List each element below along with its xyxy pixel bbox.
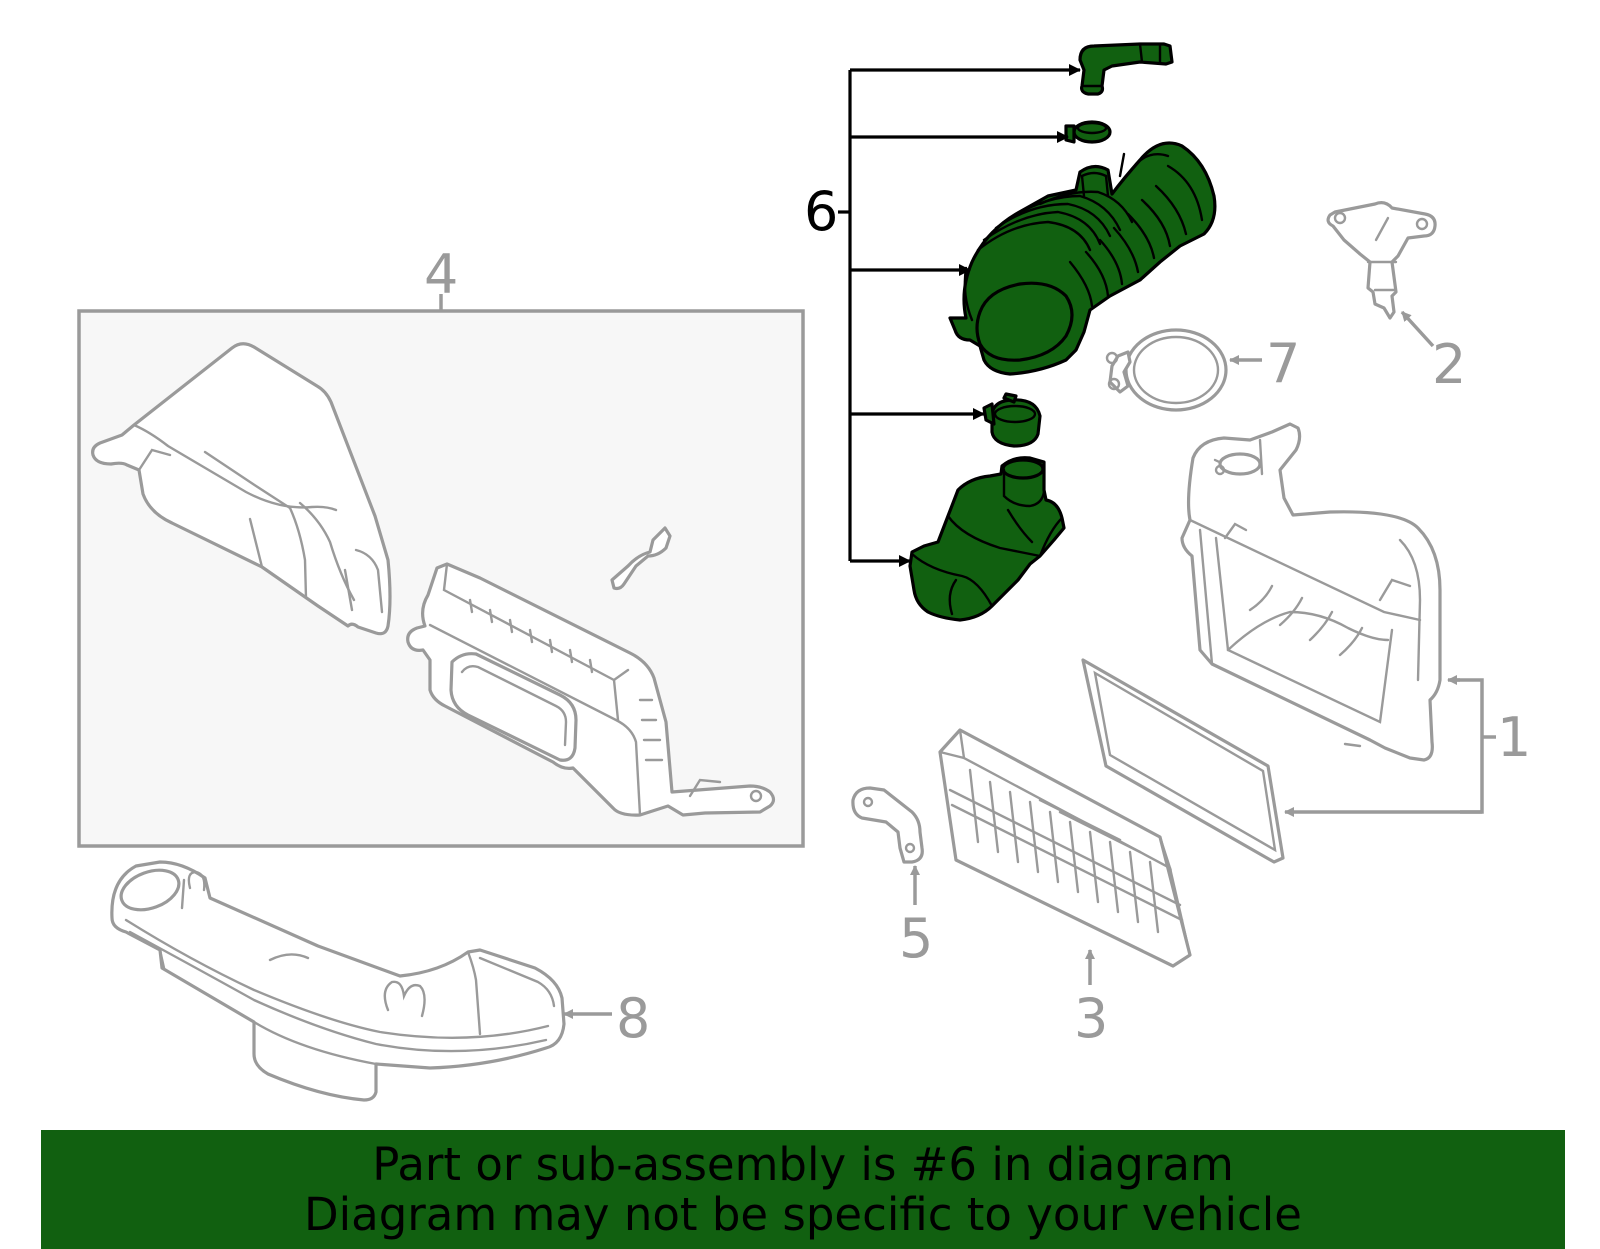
part-5-bracket[interactable] — [851, 786, 924, 864]
part-1-gasket[interactable] — [1081, 658, 1285, 864]
info-banner: Part or sub-assembly is #6 in diagram Di… — [41, 1130, 1565, 1249]
callout-1-leader — [1284, 675, 1496, 817]
part-6-resonator[interactable] — [908, 456, 1066, 622]
callout-2: 2 — [1432, 333, 1466, 396]
banner-line-2: Diagram may not be specific to your vehi… — [304, 1188, 1302, 1241]
part-1-air-cleaner-body[interactable] — [1180, 422, 1442, 762]
callout-6: 6 — [804, 180, 838, 243]
part-2-sensor[interactable] — [1326, 201, 1437, 320]
part-6-connector-pipe[interactable] — [1078, 42, 1174, 96]
part-6-small-clamp-upper[interactable] — [1064, 120, 1112, 144]
callout-1: 1 — [1497, 706, 1531, 769]
part-8-intake-duct[interactable] — [110, 860, 566, 1102]
callout-7: 7 — [1266, 332, 1300, 395]
part-7-hose-clamp[interactable] — [1105, 328, 1228, 412]
callout-3: 3 — [1074, 987, 1108, 1050]
assembly-clip — [610, 526, 672, 591]
callout-2-leader — [1400, 310, 1435, 348]
callout-8: 8 — [616, 987, 650, 1050]
callout-5: 5 — [899, 907, 933, 970]
assembly-lower-housing — [406, 562, 776, 817]
assembly-upper-cover — [91, 342, 392, 636]
callout-6-leader — [838, 64, 1081, 567]
banner-line-1: Part or sub-assembly is #6 in diagram — [372, 1138, 1234, 1191]
part-3-air-filter[interactable] — [938, 728, 1192, 968]
part-6-air-intake-hose[interactable] — [948, 141, 1217, 376]
callout-4: 4 — [424, 243, 458, 306]
part-6-small-clamp-lower[interactable] — [982, 392, 1042, 448]
